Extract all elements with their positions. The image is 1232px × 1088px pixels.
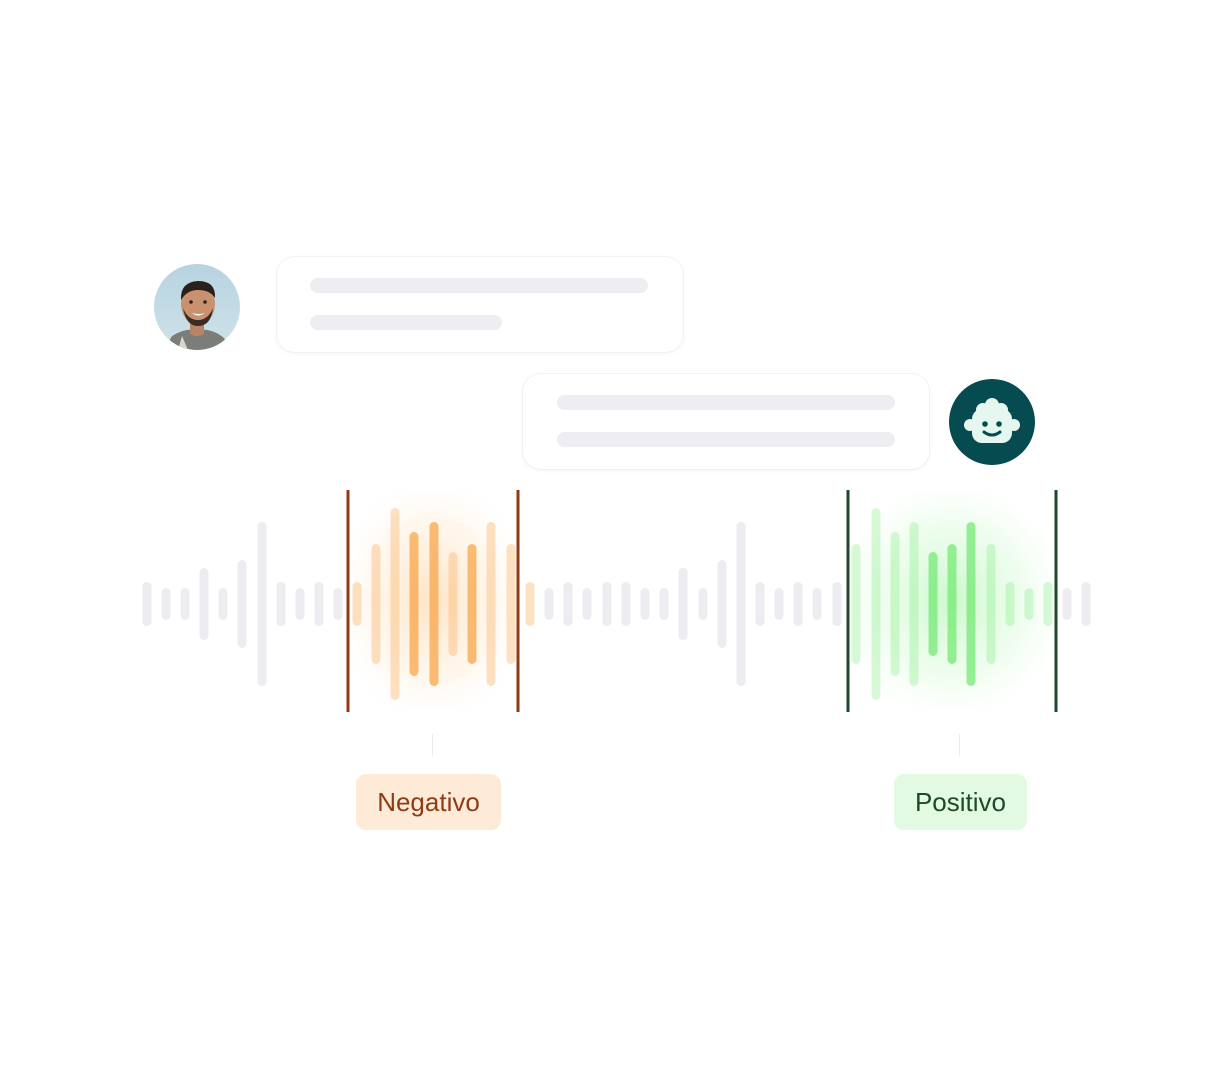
waveform-bar — [180, 588, 190, 620]
waveform-bar — [544, 588, 554, 620]
bot-message-bubble — [523, 374, 929, 469]
waveform-bar — [295, 588, 305, 620]
waveform-bar — [812, 588, 822, 620]
positive-waveform-bar — [890, 532, 900, 676]
positive-waveform-bar — [871, 508, 881, 700]
waveform-bar — [602, 582, 612, 626]
negative-waveform-bar — [506, 544, 516, 664]
positive-waveform-bar — [1043, 582, 1053, 626]
waveform-bar — [1062, 588, 1072, 620]
waveform-bar — [736, 522, 746, 686]
positive-waveform-bar — [909, 522, 919, 686]
waveform-bar — [774, 588, 784, 620]
negative-waveform-bar — [486, 522, 496, 686]
waveform-bar — [276, 582, 286, 626]
waveform-bar — [257, 522, 267, 686]
waveform-bar — [218, 588, 228, 620]
waveform-bar — [142, 582, 152, 626]
waveform-bar — [832, 582, 842, 626]
robot-face-icon — [964, 398, 1020, 443]
waveform-bar — [237, 560, 247, 648]
waveform-bar — [314, 582, 324, 626]
waveform-bar — [698, 588, 708, 620]
waveform-bar — [640, 588, 650, 620]
waveform-bar — [755, 582, 765, 626]
positive-waveform-bar — [986, 544, 996, 664]
waveform-bar — [717, 560, 727, 648]
negative-sentiment-tag: Negativo — [356, 774, 501, 830]
negative-waveform-bar — [371, 544, 381, 664]
user-avatar — [154, 264, 240, 350]
negative-waveform-bar — [409, 532, 419, 676]
negative-waveform-bar — [390, 508, 400, 700]
negative-waveform-bar — [429, 522, 439, 686]
waveform-bar — [161, 588, 171, 620]
user-photo-icon — [154, 264, 240, 350]
message-placeholder-line — [310, 315, 502, 330]
positive-waveform-bar — [1005, 582, 1015, 626]
audio-waveform — [142, 490, 1091, 712]
waveform-bar — [659, 588, 669, 620]
waveform-bar — [1081, 582, 1091, 626]
message-placeholder-line — [310, 278, 648, 293]
waveform-bar — [563, 582, 573, 626]
positive-waveform-bar — [947, 544, 957, 664]
waveform-bar — [678, 568, 688, 640]
positive-sentiment-tag: Positivo — [894, 774, 1027, 830]
positive-waveform-bar — [928, 552, 938, 656]
bot-avatar — [949, 379, 1035, 465]
positive-waveform-bar — [966, 522, 976, 686]
user-message-bubble — [277, 257, 683, 352]
negative-waveform-bar — [352, 582, 362, 626]
waveform-bar — [621, 582, 631, 626]
waveform-bar — [582, 588, 592, 620]
negative-waveform-bar — [448, 552, 458, 656]
negative-waveform-bar — [467, 544, 477, 664]
message-placeholder-line — [557, 395, 895, 410]
negative-connector — [432, 734, 433, 756]
positive-waveform-bar — [851, 544, 861, 664]
positive-sentiment-label: Positivo — [914, 786, 1007, 817]
positive-connector — [959, 734, 960, 756]
waveform-bar — [333, 588, 343, 620]
positive-waveform-bar — [1024, 588, 1034, 620]
waveform-bar — [199, 568, 209, 640]
negative-sentiment-label: Negativo — [377, 786, 480, 817]
message-placeholder-line — [557, 432, 895, 447]
waveform-bar — [793, 582, 803, 626]
negative-waveform-bar — [525, 582, 535, 626]
